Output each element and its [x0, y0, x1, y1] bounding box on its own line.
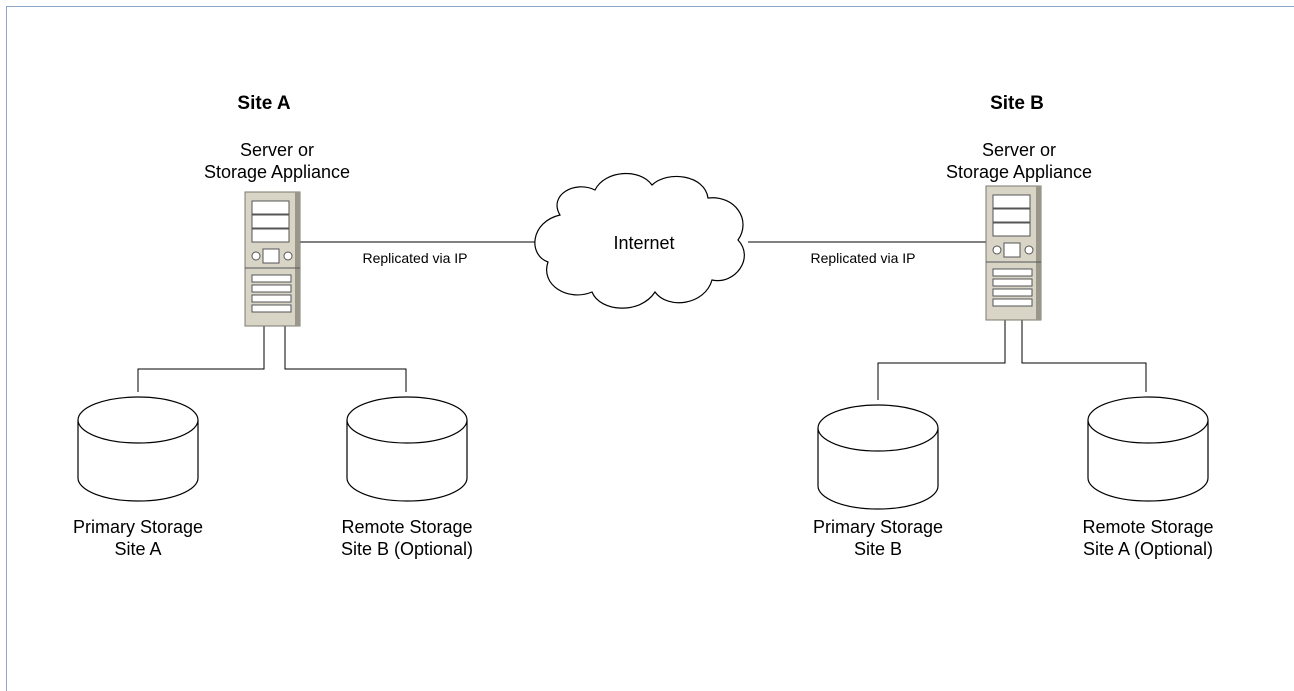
server-icon: [244, 191, 301, 327]
site-b-server-label-line2: Storage Appliance: [945, 162, 1093, 182]
connector-a-remote: [284, 326, 407, 392]
site-b-remote-line2: Site A (Optional): [1082, 539, 1214, 559]
disk-icon: [77, 396, 199, 502]
site-a-remote-line1: Remote Storage: [341, 517, 473, 537]
server-icon: [985, 185, 1042, 321]
site-a-title: Site A: [237, 93, 291, 114]
site-a-primary-line1: Primary Storage: [72, 517, 204, 537]
site-a-server-label-line2: Storage Appliance: [203, 162, 351, 182]
disk-icon: [817, 404, 939, 510]
cloud-icon: [534, 172, 745, 309]
connector-a-primary: [137, 326, 265, 392]
connector-b-remote: [1021, 320, 1147, 392]
site-b-remote-line1: Remote Storage: [1082, 517, 1214, 537]
diagram-frame: [6, 6, 1294, 691]
disk-icon: [346, 396, 468, 502]
internet-label: Internet: [613, 233, 675, 253]
site-b-primary-line1: Primary Storage: [812, 517, 944, 537]
connector-b-primary: [877, 320, 1006, 400]
site-b-title: Site B: [990, 93, 1044, 114]
site-a-server-label-line1: Server or: [239, 140, 315, 160]
disk-icon: [1087, 396, 1209, 502]
site-b-server-label-line1: Server or: [981, 140, 1057, 160]
site-b-primary-line2: Site B: [853, 539, 903, 559]
site-a-remote-line2: Site B (Optional): [340, 539, 474, 559]
site-b-link-label: Replicated via IP: [810, 250, 916, 266]
site-a-primary-line2: Site A: [114, 539, 162, 559]
site-a-link-label: Replicated via IP: [362, 250, 468, 266]
